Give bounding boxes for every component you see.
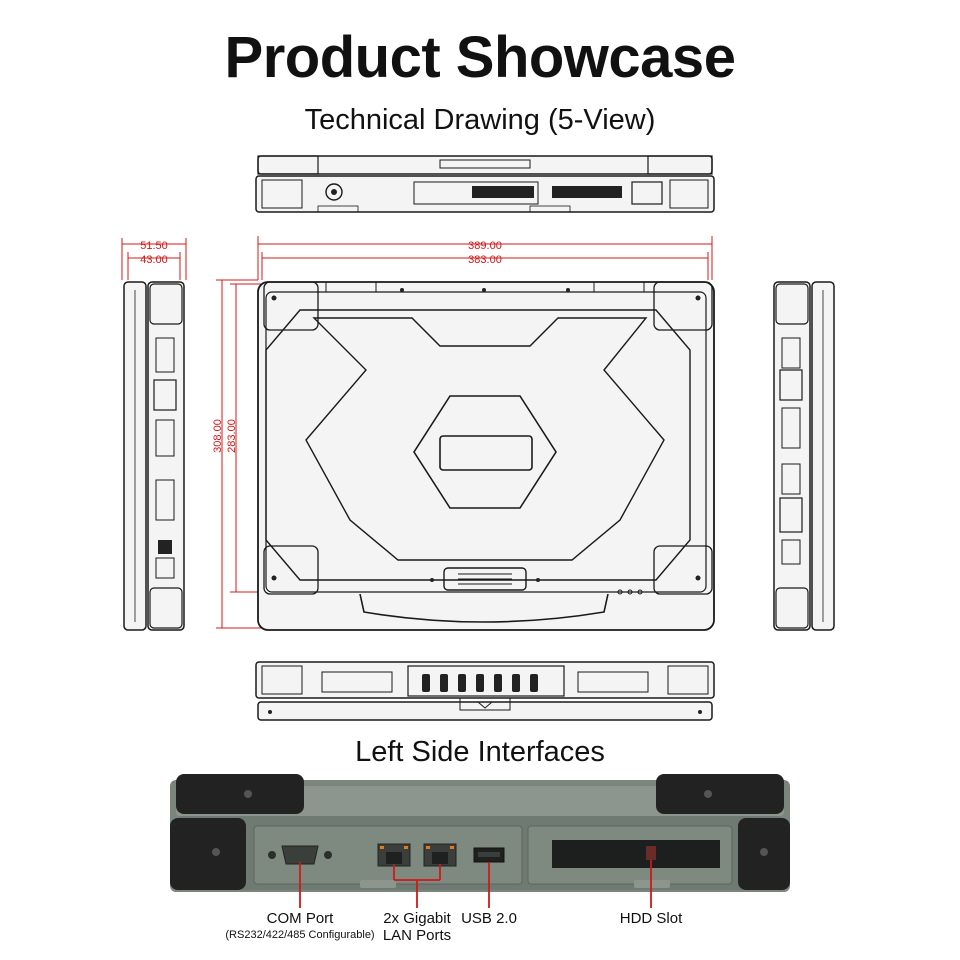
lan-port-2 bbox=[423, 843, 457, 867]
left-side-view bbox=[123, 281, 185, 631]
height-dimension bbox=[216, 279, 300, 629]
bottom-left-bumper bbox=[170, 818, 246, 890]
height-inner-label: 283.00 bbox=[226, 419, 238, 453]
depth-outer-label: 51.50 bbox=[140, 240, 168, 252]
height-outer-label: 308.00 bbox=[212, 419, 224, 453]
right-side-view bbox=[773, 281, 835, 631]
top-left-bumper bbox=[176, 774, 304, 814]
depth-inner-label: 43.00 bbox=[140, 254, 168, 266]
interfaces-section-title: Left Side Interfaces bbox=[355, 736, 605, 768]
front-grip-ribs bbox=[422, 674, 538, 692]
hdd-label: HDD Slot bbox=[619, 910, 683, 927]
com-port-connector bbox=[268, 845, 332, 865]
front-edge-view bbox=[255, 661, 715, 721]
top-right-bumper bbox=[656, 774, 784, 814]
depth-dimension bbox=[121, 238, 187, 280]
rear-view bbox=[255, 155, 715, 213]
interfaces-photo bbox=[170, 774, 790, 908]
hdd-slot bbox=[552, 840, 720, 868]
usb-label: USB 2.0 bbox=[461, 910, 517, 927]
lan-ports-label: 2x Gigabit LAN Ports bbox=[374, 910, 460, 944]
rear-vent-left bbox=[472, 186, 534, 198]
rear-vent-right bbox=[552, 186, 622, 198]
lid-view bbox=[257, 281, 715, 631]
lan-port-1 bbox=[377, 843, 411, 867]
com-port-name: COM Port bbox=[266, 910, 334, 927]
lan-ports-line1: 2x Gigabit bbox=[383, 910, 451, 927]
width-outer-label: 389.00 bbox=[468, 240, 502, 252]
width-dimension bbox=[257, 236, 713, 280]
com-port-note: (RS232/422/485 Configurable) bbox=[225, 929, 375, 941]
page-title: Product Showcase bbox=[224, 25, 736, 90]
com-port-label: COM Port (RS232/422/485 Configurable) bbox=[210, 910, 390, 944]
lan-ports-line2: LAN Ports bbox=[382, 927, 452, 944]
page-subtitle: Technical Drawing (5-View) bbox=[304, 104, 656, 136]
usb-port bbox=[473, 847, 505, 863]
width-inner-label: 383.00 bbox=[468, 254, 502, 266]
